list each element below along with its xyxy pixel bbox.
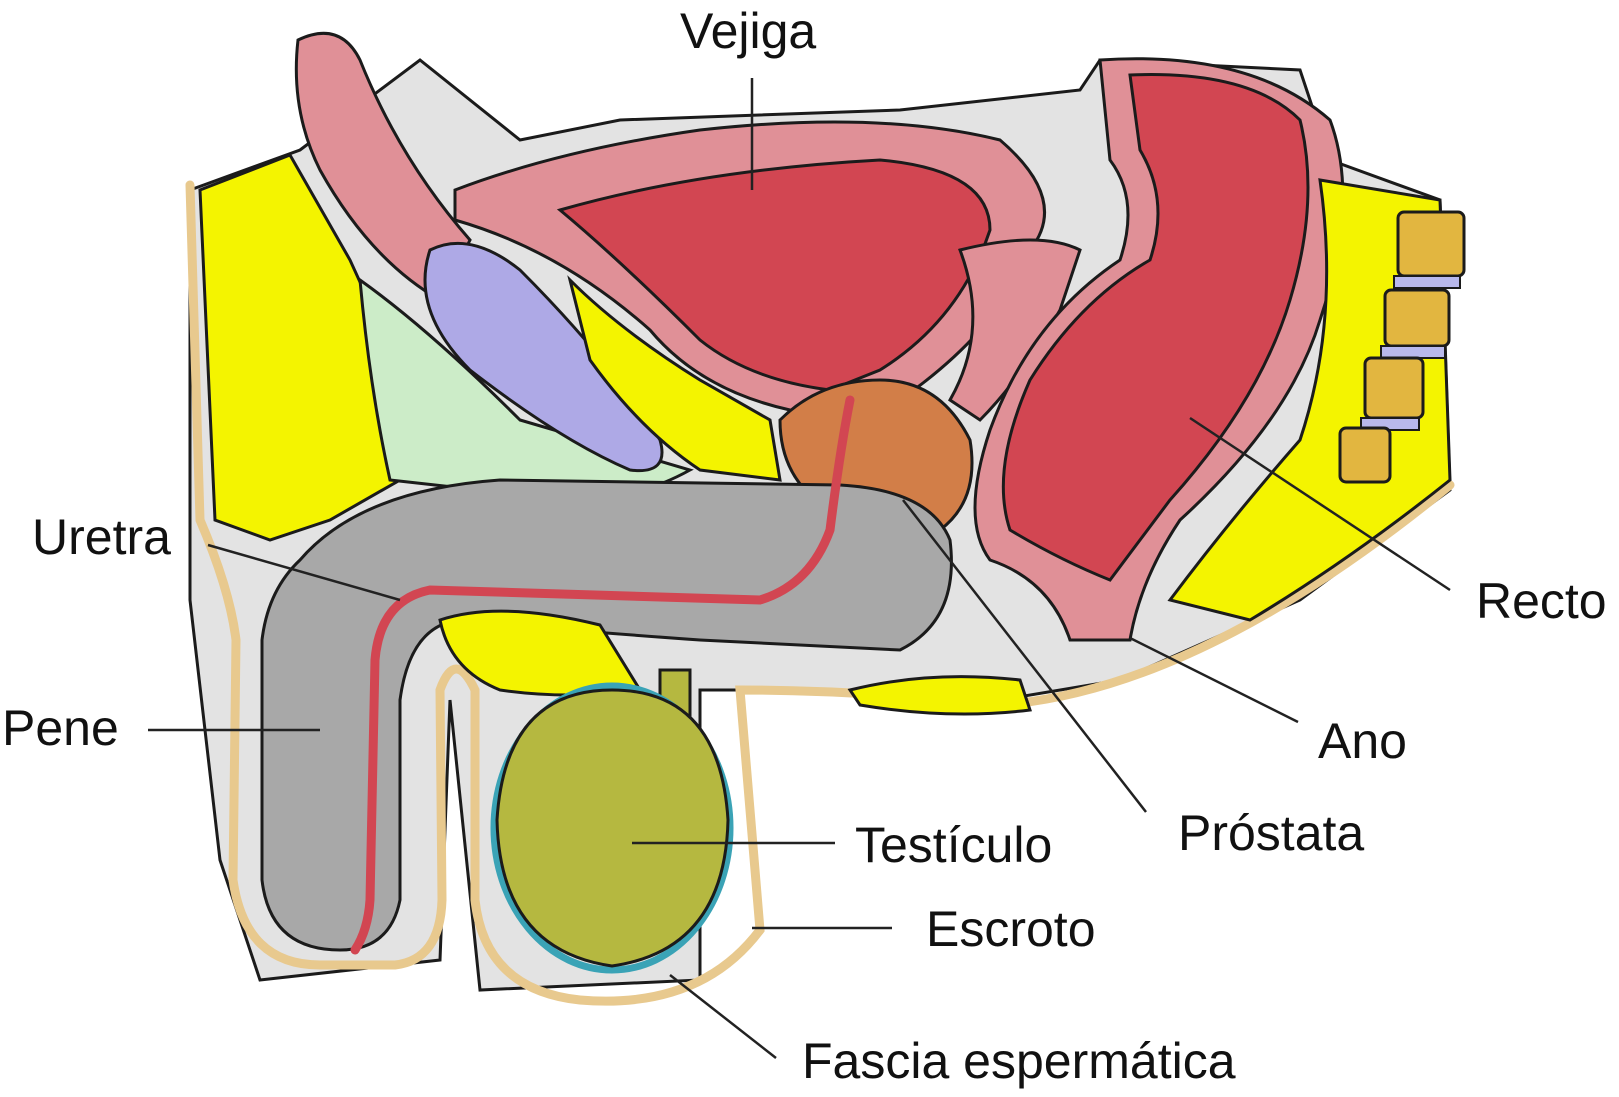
label-ano: Ano [1318, 713, 1407, 769]
fat-tissue-perineal [847, 675, 1033, 716]
vertebra [1363, 356, 1425, 420]
label-fascia: Fascia espermática [802, 1033, 1236, 1089]
leader-recto [1189, 416, 1451, 592]
label-vejiga: Vejiga [680, 3, 816, 59]
leader-uretra [207, 543, 401, 602]
label-prostata: Próstata [1178, 805, 1364, 861]
leader-fascia [669, 974, 777, 1059]
urethra [350, 395, 855, 955]
label-testiculo: Testículo [855, 817, 1052, 873]
label-escroto: Escroto [926, 901, 1096, 957]
rectum [1001, 73, 1310, 582]
pubic-bone [423, 241, 664, 473]
intervertebral-disc [1393, 275, 1461, 289]
leader-ano [1129, 636, 1299, 724]
vertebra [1338, 426, 1392, 484]
testis [495, 688, 730, 968]
bladder [556, 158, 992, 392]
vertebra [1396, 210, 1466, 278]
label-recto: Recto [1476, 573, 1607, 629]
leader-prostata [902, 499, 1147, 813]
fat-tissue-posterior [1167, 178, 1452, 622]
label-uretra: Uretra [32, 509, 171, 565]
label-pene: Pene [2, 700, 119, 756]
fat-tissue-retropubic [567, 275, 782, 482]
spermatic-fascia [490, 682, 734, 974]
intervertebral-disc [1380, 345, 1446, 359]
sacrum [1338, 210, 1466, 484]
vertebra [1383, 288, 1451, 348]
